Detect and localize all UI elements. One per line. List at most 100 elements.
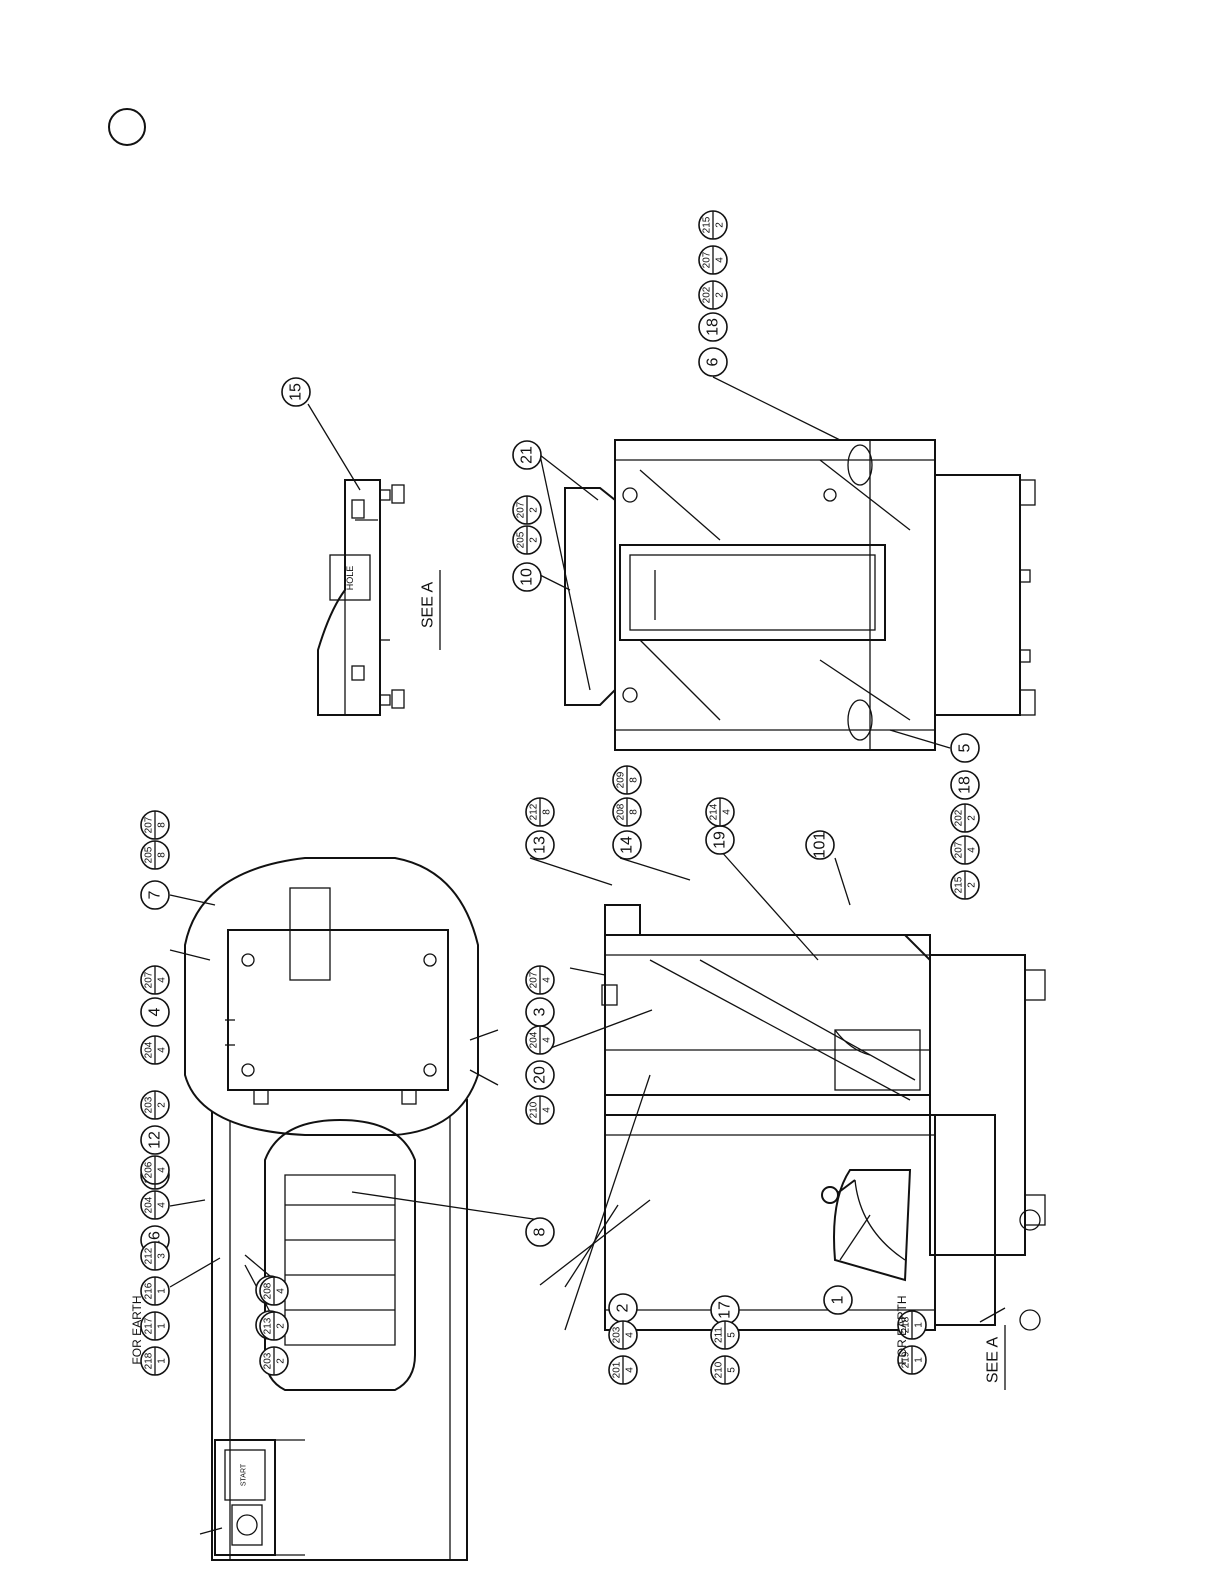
hardware-qty: 4	[967, 847, 978, 853]
hole-label: HOLE	[345, 566, 355, 591]
hardware-id: 204	[144, 1041, 155, 1058]
callout-part-18-bottom: 18	[950, 770, 980, 800]
hardware-qty: 2	[715, 222, 726, 228]
svg-text:15: 15	[288, 383, 305, 401]
hardware-id: 207	[144, 816, 155, 833]
hardware-id: 213	[263, 1317, 274, 1334]
hardware-qty: 3	[157, 1253, 168, 1259]
svg-text:4: 4	[147, 1007, 164, 1016]
hardware-id: 218	[144, 1352, 155, 1369]
svg-text:20: 20	[532, 1066, 549, 1084]
callout-part-6: 6	[698, 347, 728, 377]
hardware-id: 211	[714, 1327, 725, 1343]
svg-text:8: 8	[532, 1227, 549, 1236]
hardware-id: 212	[144, 1247, 155, 1264]
hardware-qty: 4	[542, 1037, 553, 1043]
callout-part-21: 21	[512, 440, 542, 470]
hardware-id: 218	[901, 1316, 912, 1333]
hardware-qty: 2	[276, 1323, 287, 1329]
svg-text:12: 12	[147, 1131, 164, 1149]
svg-text:21: 21	[519, 446, 536, 464]
leader-15	[307, 403, 361, 491]
hardware-qty: 4	[157, 1202, 168, 1208]
detail-view-see-a	[317, 479, 405, 716]
hardware-qty: 2	[967, 882, 978, 888]
callout-part-20: 20	[525, 1060, 555, 1090]
svg-text:10: 10	[519, 568, 536, 586]
hardware-qty: 2	[715, 292, 726, 298]
hardware-qty: 8	[542, 809, 553, 815]
hardware-qty: 8	[157, 822, 168, 828]
callout-part-1: 1	[823, 1285, 853, 1315]
callout-part-14: 14	[612, 830, 642, 860]
hardware-id: 208	[263, 1282, 274, 1299]
callout-part-18-top: 18	[698, 312, 728, 342]
callout-part-13: 13	[525, 830, 555, 860]
callout-part-17: 17	[710, 1295, 740, 1325]
hardware-qty: 1	[157, 1288, 168, 1294]
leader-lines	[169, 376, 951, 1535]
hardware-qty: 8	[157, 852, 168, 858]
hardware-id: 216	[144, 1282, 155, 1299]
callout-part-5: 5	[950, 733, 980, 763]
callout-part-7: 7	[140, 880, 170, 910]
for-earth-label-bottom: FOR EARTH	[895, 1295, 909, 1364]
hardware-qty: 4	[157, 1047, 168, 1053]
hardware-id: 202	[954, 809, 965, 826]
hardware-id: 212	[529, 803, 540, 820]
hardware-id: 207	[144, 971, 155, 988]
hardware-id: 217	[144, 1317, 155, 1334]
callout-part-3: 3	[525, 997, 555, 1027]
see-a-arrow-side	[979, 1307, 1006, 1323]
hardware-qty: 4	[157, 1167, 168, 1173]
hardware-qty: 4	[542, 1107, 553, 1113]
hardware-id: 209	[616, 771, 627, 788]
callout-part-2: 2	[608, 1293, 638, 1323]
svg-text:1: 1	[830, 1295, 847, 1304]
svg-text:7: 7	[147, 890, 164, 899]
callout-part-19: 19	[705, 825, 735, 855]
hardware-qty: 8	[629, 809, 640, 815]
hardware-id: 214	[709, 803, 720, 820]
hardware-qty: 2	[967, 815, 978, 821]
top-view	[184, 857, 479, 1561]
hardware-id: 205	[516, 531, 527, 548]
svg-text:18: 18	[957, 776, 974, 794]
svg-text:101: 101	[812, 832, 829, 859]
side-view	[569, 904, 1046, 1331]
hardware-qty: 4	[625, 1367, 636, 1373]
hardware-id: 203	[612, 1326, 623, 1343]
hardware-id: 203	[144, 1096, 155, 1113]
hardware-qty: 4	[542, 977, 553, 983]
hardware-qty: 5	[727, 1367, 738, 1373]
hardware-qty: 1	[157, 1358, 168, 1364]
svg-text:6: 6	[705, 357, 722, 366]
hardware-id: 207	[702, 251, 713, 268]
hardware-qty: 2	[157, 1102, 168, 1108]
hardware-id: 208	[616, 803, 627, 820]
callout-part-15: 15	[281, 377, 311, 407]
hardware-id: 215	[954, 876, 965, 893]
